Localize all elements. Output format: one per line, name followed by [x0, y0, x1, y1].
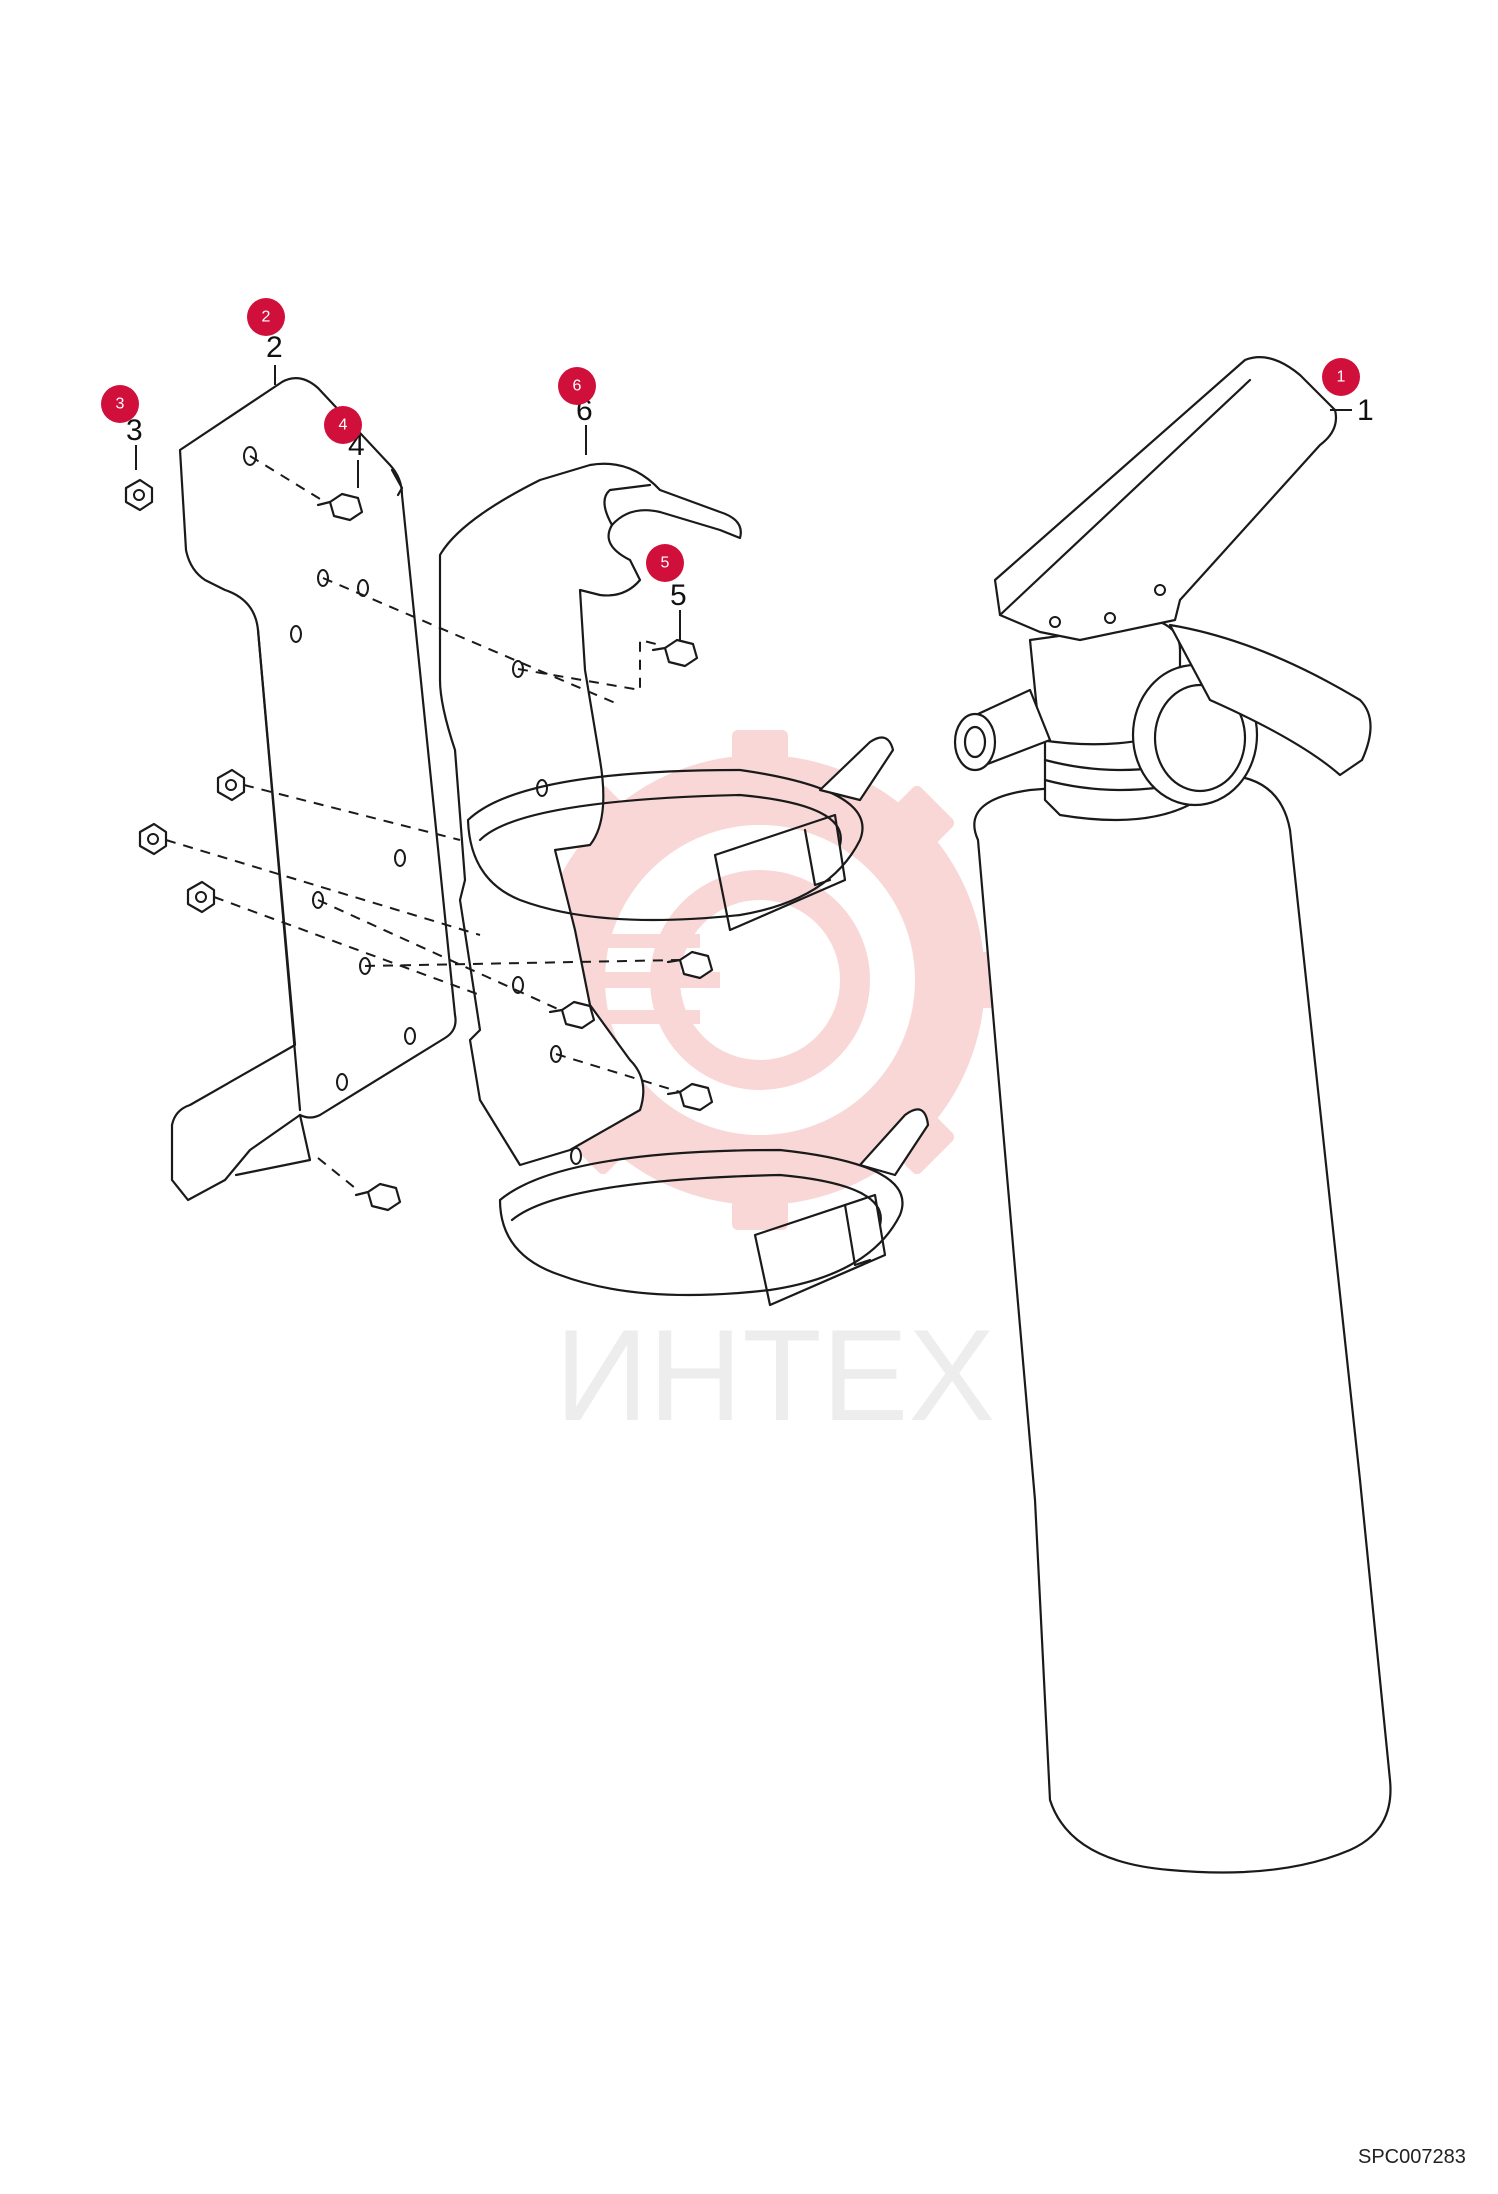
svg-text:4: 4	[339, 417, 348, 434]
drawing-code: SPC007283	[1358, 2146, 1466, 2168]
svg-text:6: 6	[573, 378, 582, 395]
callout-badge-1[interactable]: 1	[1322, 358, 1360, 396]
callout-badge-4[interactable]: 4	[324, 406, 362, 444]
svg-text:3: 3	[116, 396, 125, 413]
mounting-plate-drawing	[170, 377, 457, 1202]
callout-badge-3[interactable]: 3	[101, 385, 139, 423]
nut-drawings	[124, 478, 246, 914]
svg-text:2: 2	[262, 309, 271, 326]
callout-badge-6[interactable]: 6	[558, 367, 596, 405]
assembly-lines	[165, 455, 681, 1193]
svg-text:5: 5	[661, 555, 670, 572]
callout-badge-5[interactable]: 5	[646, 544, 684, 582]
part-number-2: 2	[266, 331, 283, 364]
callout-badge-2[interactable]: 2	[247, 298, 285, 336]
part-number-3: 3	[126, 414, 143, 447]
part-number-1: 1	[1357, 394, 1374, 427]
callout-badges: 1 2 3 4 5 6	[101, 298, 1360, 582]
watermark-text: ИНТЕХ	[555, 1302, 995, 1448]
part-labels: 1 2 3 4 5 6	[126, 331, 1374, 640]
part-number-5: 5	[670, 579, 687, 612]
fire-extinguisher-drawing	[953, 356, 1392, 1874]
svg-text:1: 1	[1337, 369, 1346, 386]
